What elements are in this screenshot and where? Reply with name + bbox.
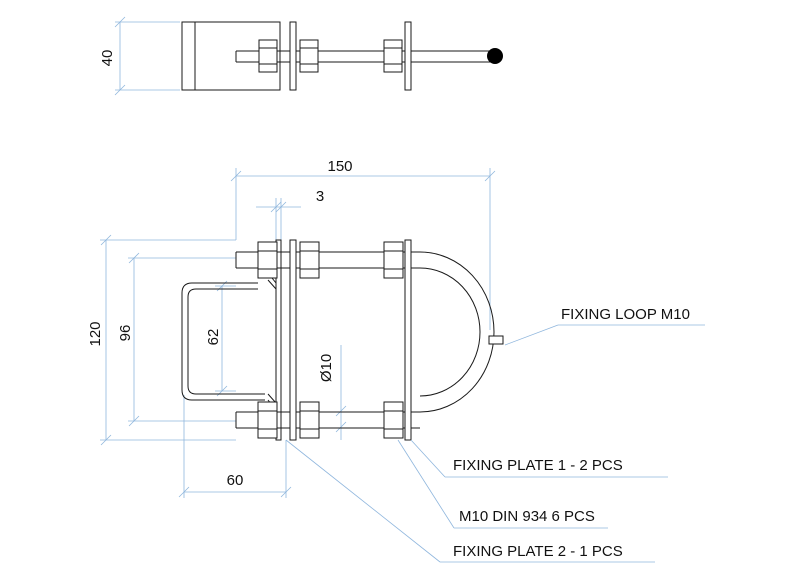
callout-fixing-plate-1: FIXING PLATE 1 - 2 PCS xyxy=(453,457,623,474)
dim-bracket-depth: 60 xyxy=(227,472,244,489)
callout-fixing-plate-2: FIXING PLATE 2 - 1 PCS xyxy=(453,543,623,560)
dim-plate-thickness: 3 xyxy=(316,188,324,205)
top-view: 40 xyxy=(99,16,503,96)
dim-bracket-height: 62 xyxy=(205,329,222,346)
callout-nuts: M10 DIN 934 6 PCS xyxy=(459,508,595,525)
dim-overall-width: 150 xyxy=(327,158,352,175)
callout-fixing-loop: FIXING LOOP M10 xyxy=(561,306,690,323)
front-view: 150 3 120 96 62 Ø10 xyxy=(87,158,504,498)
loop-end-dot xyxy=(487,48,503,64)
dim-top-height: 40 xyxy=(99,50,116,67)
dim-overall-height: 120 xyxy=(87,321,104,346)
dim-bolt-diameter: Ø10 xyxy=(318,354,335,382)
callouts: FIXING LOOP M10 FIXING PLATE 1 - 2 PCS M… xyxy=(285,306,705,563)
dim-inner-height: 96 xyxy=(117,325,134,342)
fixing-loop xyxy=(419,251,495,413)
